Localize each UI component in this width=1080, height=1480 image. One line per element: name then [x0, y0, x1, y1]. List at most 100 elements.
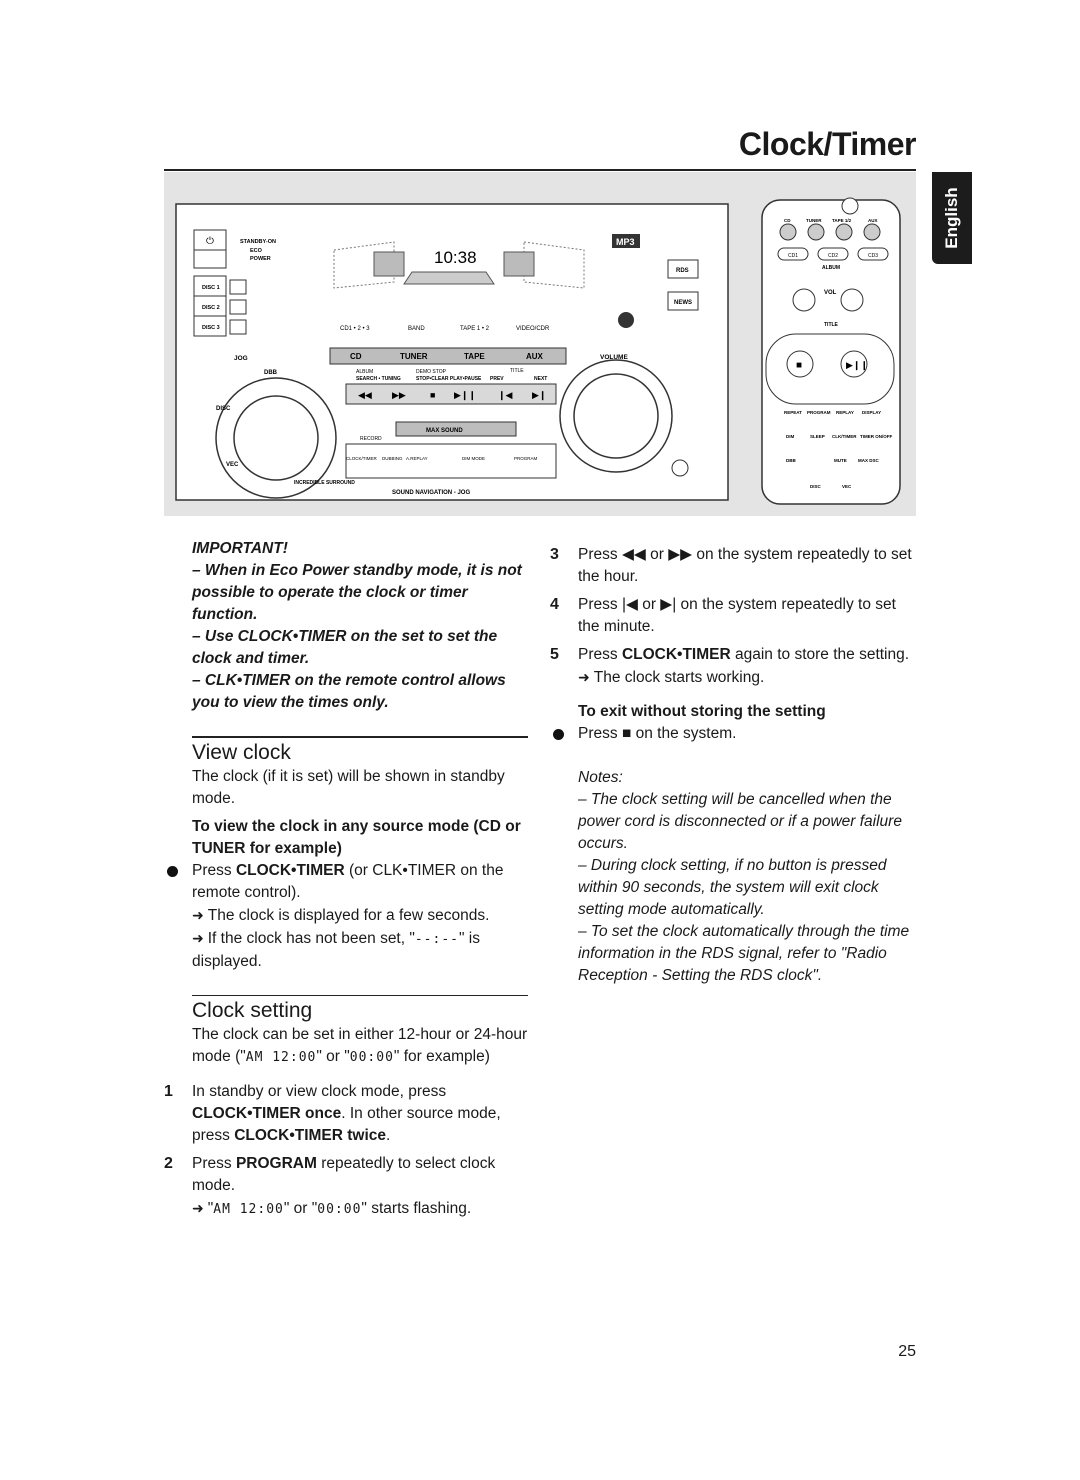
- remote-vol-label: VOL: [824, 290, 837, 296]
- fast-forward-icon: ▶▶: [392, 390, 406, 400]
- page-number: 25: [898, 1343, 916, 1360]
- remote-mute-label: MUTE: [834, 458, 847, 463]
- next-label: NEXT: [534, 376, 547, 382]
- arrow-right-icon: ➜: [192, 929, 204, 946]
- arrow-right-icon: ➜: [578, 669, 590, 685]
- disc3-button: [193, 315, 227, 337]
- source-label-cd: CD1 • 2 • 3: [340, 326, 370, 332]
- fast-forward-icon: ▶▶: [668, 546, 693, 563]
- level-meter: [403, 271, 495, 285]
- mp3-label: MP3: [616, 237, 635, 247]
- cd-logo-icon: [618, 312, 634, 328]
- step-number: 5: [550, 646, 559, 663]
- remote-title-label: TITLE: [824, 322, 839, 328]
- news-label: NEWS: [674, 300, 692, 306]
- dim-mode-label: DIM MODE: [462, 456, 485, 461]
- stop-icon: ■: [621, 725, 632, 742]
- mp3-badge: [612, 234, 640, 248]
- headphone-jack: [671, 459, 689, 477]
- remote-timer-onoff-label: TIMER ON/OFF: [860, 434, 892, 439]
- exit-heading: To exit without storing the setting: [578, 703, 826, 720]
- remote-cd3: CD3: [868, 253, 878, 259]
- eco-label: ECO: [250, 248, 263, 254]
- remote-cd1: CD1: [788, 253, 798, 259]
- clock-setting-divider: [192, 994, 528, 996]
- next-icon: ▶❙: [532, 390, 546, 401]
- prev-label: PREV: [490, 376, 504, 382]
- standby-label: STANDBY-ON: [240, 239, 276, 245]
- lcd-text: 00:00: [317, 1202, 362, 1217]
- result-text: " is displayed.: [192, 929, 481, 970]
- eco-button: [193, 249, 227, 269]
- remote-display-label: DISPLAY: [862, 410, 881, 415]
- remote-dbb-label: DBB: [786, 458, 796, 463]
- dbb-label: DBB: [264, 370, 278, 376]
- surround-label: INCREDIBLE SURROUND: [294, 480, 355, 486]
- lcd-text: 00:00: [349, 1050, 394, 1065]
- language-tab: English: [932, 172, 972, 264]
- album-label: ALBUM: [356, 369, 373, 375]
- a-replay-label: A.REPLAY: [406, 456, 428, 461]
- title-divider: [164, 169, 916, 171]
- arrow-right-icon: ➜: [192, 1200, 204, 1216]
- view-clock-result-2: ➜If the clock has not been set, "--:--" …: [164, 927, 528, 973]
- note-item-3: – To set the clock automatically through…: [578, 923, 910, 984]
- previous-icon: |◀: [621, 596, 638, 613]
- source-label-video: VIDEO/CDR: [516, 326, 550, 332]
- record-label: RECORD: [360, 436, 382, 442]
- sound-navigation-label: SOUND NAVIGATION - JOG: [392, 490, 470, 496]
- clock-timer-label: CLOCK/TIMER: [346, 456, 378, 461]
- view-clock-divider: [192, 736, 528, 738]
- lcd-text: --:--: [414, 931, 459, 947]
- step-5-result: ➜The clock starts working.: [578, 669, 765, 686]
- next-icon: ▶|: [660, 596, 677, 613]
- jog-dial-inner: [233, 395, 319, 481]
- step-number: 2: [164, 1155, 173, 1172]
- view-clock-subheading: To view the clock in any source mode (CD…: [192, 817, 521, 857]
- jog-label: JOG: [234, 355, 248, 362]
- rds-button: [667, 259, 699, 279]
- important-title: IMPORTANT!: [192, 540, 288, 557]
- stop-clear-label: STOP•CLEAR PLAY•PAUSE: [416, 376, 482, 382]
- tray-slot-1: [229, 279, 247, 295]
- left-column: IMPORTANT! – When in Eco Power standby m…: [164, 538, 528, 1221]
- program-label: PROGRAM: [514, 456, 538, 461]
- remote-label-aux: AUX: [868, 218, 878, 223]
- equalizer-left: [373, 251, 405, 277]
- lcd-text: AM 12:00: [245, 1050, 317, 1065]
- remote-stop-icon: ■: [796, 360, 802, 371]
- source-button-cd: CD: [350, 352, 362, 361]
- rewind-icon: ◀◀: [621, 546, 646, 563]
- display-window: 10:38: [333, 241, 585, 289]
- play-pause-icon: ▶❙❙: [454, 390, 476, 401]
- disc-label: DISC: [216, 406, 231, 412]
- clock-timer-key: CLOCK•TIMER: [235, 861, 345, 879]
- view-clock-instruction: Press CLOCK•TIMER (or CLK•TIMER on the r…: [164, 860, 528, 904]
- transport-button-bar: [345, 383, 557, 405]
- bullet-icon: [167, 865, 178, 877]
- vec-label: VEC: [226, 462, 239, 468]
- rds-label: RDS: [676, 268, 689, 274]
- note-item-2: – During clock setting, if no button is …: [578, 857, 887, 918]
- bullet-icon: [553, 729, 564, 740]
- clock-display: 10:38: [434, 248, 477, 267]
- equalizer-right: [503, 251, 535, 277]
- news-button: [667, 291, 699, 311]
- remote-album-label: ALBUM: [822, 265, 840, 271]
- source-button-aux: AUX: [526, 352, 544, 361]
- language-label: English: [942, 187, 961, 249]
- result-text: The clock is displayed for a few seconds…: [207, 906, 490, 924]
- remote-label-tape: TAPE 1/2: [832, 218, 852, 223]
- remote-repeat-label: REPEAT: [784, 410, 802, 415]
- remote-disc-label: DISC: [810, 484, 822, 489]
- remote-clk-timer-label: CLK/TIMER: [832, 434, 857, 439]
- important-item-2: – Use CLOCK•TIMER on the set to set the …: [192, 628, 498, 667]
- clock-setting-intro: The clock can be set in either 12-hour o…: [192, 1026, 528, 1065]
- stop-icon: ■: [430, 390, 435, 400]
- volume-label: VOLUME: [600, 354, 628, 361]
